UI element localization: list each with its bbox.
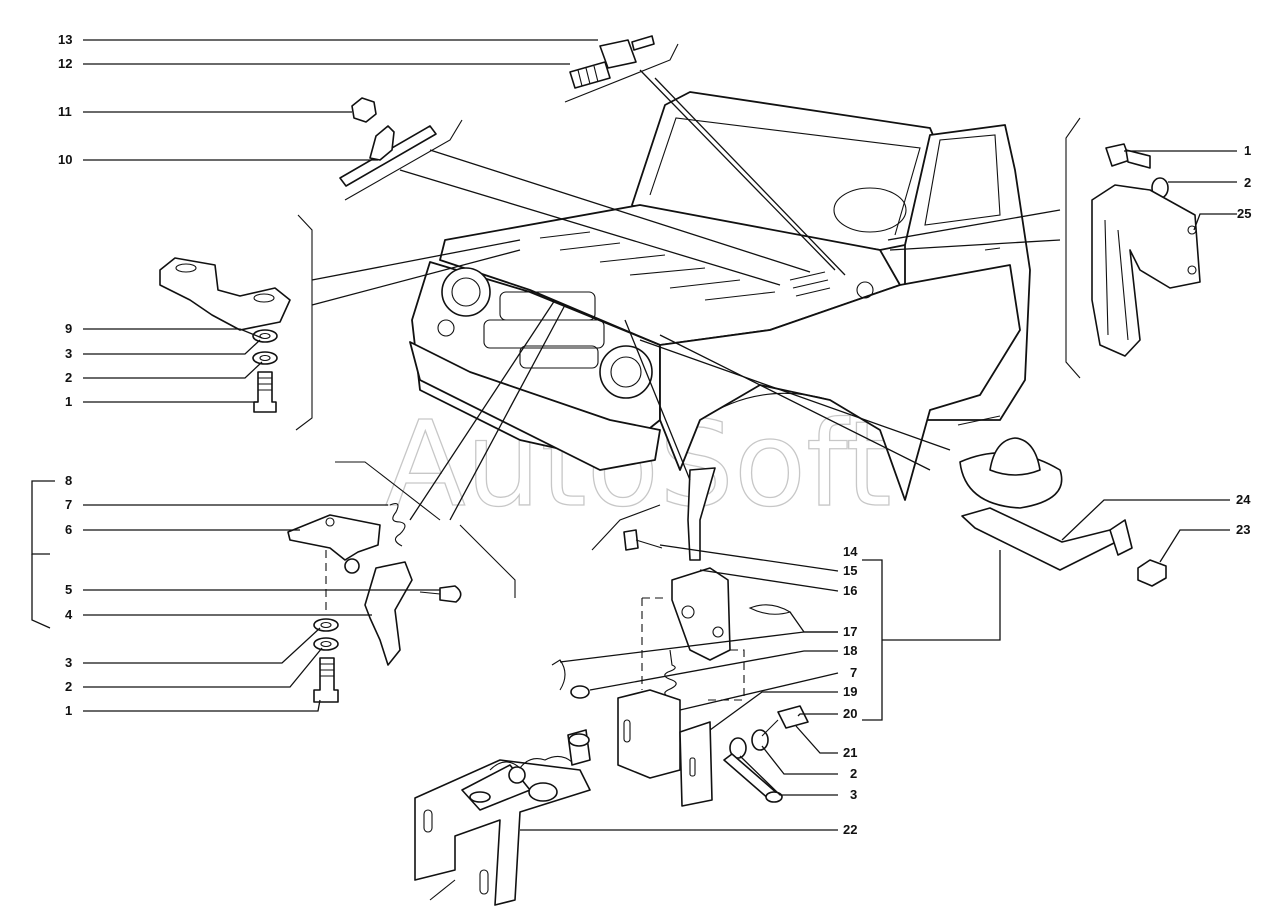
callout-2-center: 2 (850, 766, 857, 781)
callout-18: 18 (843, 643, 857, 658)
hood-stop-assembly-23-24 (957, 415, 1167, 587)
callout-21: 21 (843, 745, 857, 760)
callout-1-right: 1 (1244, 143, 1251, 158)
callout-20: 20 (843, 706, 857, 721)
hood-catch-assembly-8 (287, 461, 516, 703)
rod-bracket-assembly-10-11 (339, 97, 463, 201)
vehicle-front-illustration (409, 91, 1031, 501)
callout-5: 5 (65, 582, 72, 597)
callout-23: 23 (1236, 522, 1250, 537)
hinge-bracket-assembly-1-2-25 (1065, 117, 1201, 379)
callout-leaders-left (31, 39, 598, 712)
callout-2-right: 2 (1244, 175, 1251, 190)
callout-7-right: 7 (850, 665, 857, 680)
callout-9: 9 (65, 321, 72, 336)
callout-17: 17 (843, 624, 857, 639)
callout-1-upper: 1 (65, 394, 72, 409)
callout-2-lower: 2 (65, 679, 72, 694)
callout-15: 15 (843, 563, 857, 578)
vehicle-leader-lines (311, 69, 1061, 521)
bracket-bolt-assembly-1-2-3-9 (159, 214, 313, 431)
callout-3-center: 3 (850, 787, 857, 802)
hood-lock-assembly-14 (414, 467, 809, 906)
callout-7-left: 7 (65, 497, 72, 512)
callout-leaders-right (520, 150, 1237, 831)
callout-13: 13 (58, 32, 72, 47)
callout-24: 24 (1236, 492, 1251, 507)
callout-10: 10 (58, 152, 72, 167)
bolt-nut-assembly-12-13 (564, 35, 679, 103)
callout-25: 25 (1237, 206, 1251, 221)
callout-12: 12 (58, 56, 72, 71)
callout-labels-right: 1 2 25 24 23 14 15 16 17 18 7 19 20 21 2… (843, 143, 1251, 837)
callout-labels-left: 13 12 11 10 9 3 2 1 8 7 6 5 4 3 2 1 (58, 32, 73, 718)
callout-3-lower: 3 (65, 655, 72, 670)
callout-2-upper: 2 (65, 370, 72, 385)
callout-1-lower: 1 (65, 703, 72, 718)
callout-22: 22 (843, 822, 857, 837)
callout-19: 19 (843, 684, 857, 699)
callout-8: 8 (65, 473, 72, 488)
callout-4: 4 (65, 607, 73, 622)
callout-6: 6 (65, 522, 72, 537)
callout-14: 14 (843, 544, 858, 559)
callout-3-upper: 3 (65, 346, 72, 361)
callout-16: 16 (843, 583, 857, 598)
callout-11: 11 (58, 104, 72, 119)
